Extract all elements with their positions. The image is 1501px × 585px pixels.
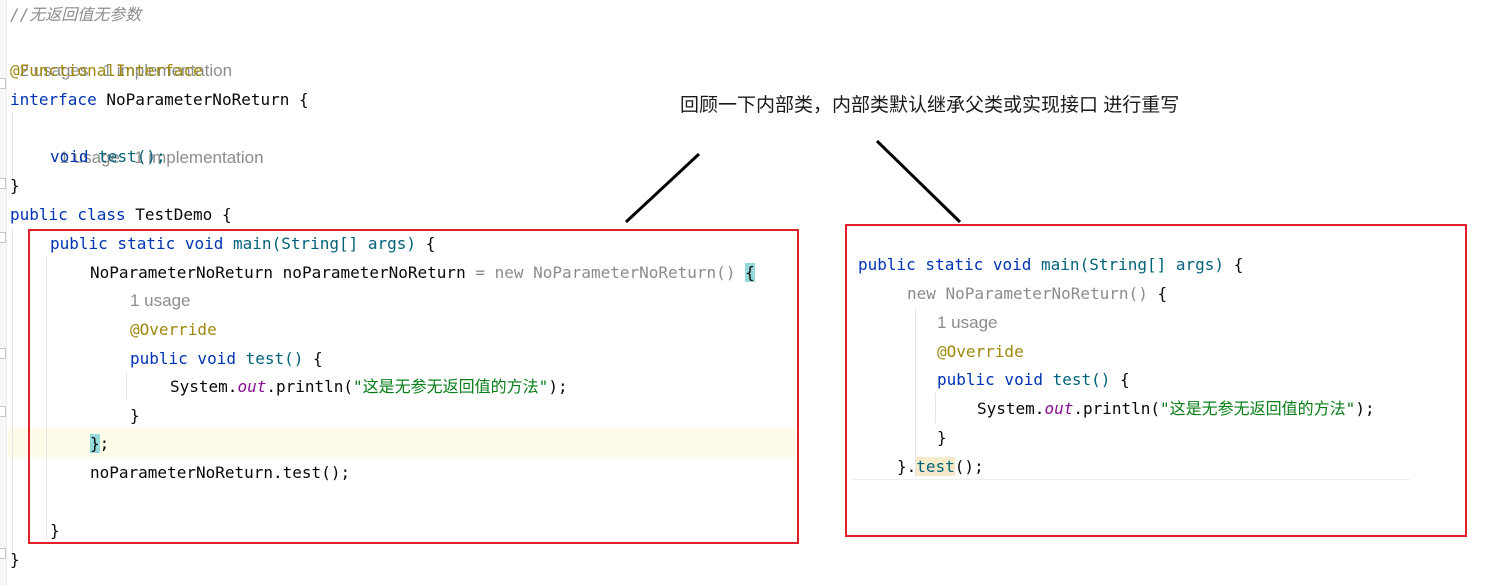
functional-interface-annotation: @FunctionalInterface — [10, 61, 203, 80]
println-statement: System.out.println("这是无参无返回值的方法"); — [977, 394, 1375, 423]
highlight-box-right — [845, 224, 1467, 537]
close-brace: } — [10, 176, 20, 195]
semicolon: ; — [99, 434, 110, 453]
open-brace: { — [1120, 370, 1130, 389]
implementation-hint[interactable]: 1 implementation — [134, 148, 264, 167]
system-class[interactable]: System. — [977, 399, 1045, 418]
open-brace: { — [313, 349, 323, 368]
out-field[interactable]: out — [237, 377, 267, 396]
usages-hint[interactable]: 1 usage — [59, 148, 120, 167]
keyword: public void — [130, 349, 236, 368]
close-brace: } — [50, 521, 60, 540]
main-method-declaration: public static void main(String[] args) { — [858, 250, 1243, 279]
keyword: public static void — [858, 255, 1032, 274]
test-method-declaration: public void test() { — [130, 344, 323, 373]
indent-guide — [915, 308, 916, 478]
close-brace: } — [937, 428, 947, 447]
method-call-statement: noParameterNoReturn.test(); — [90, 463, 351, 482]
usages-hint[interactable]: 1 usage — [937, 313, 998, 332]
main-signature[interactable]: main(String[] args) — [1041, 255, 1225, 274]
open-brace: { — [1233, 255, 1244, 274]
class-name[interactable]: TestDemo — [135, 205, 213, 224]
open-brace: { — [221, 205, 232, 224]
callout-arrow-left — [624, 152, 701, 224]
override-annotation: @Override — [130, 320, 217, 339]
main-method-declaration: public static void main(String[] args) { — [50, 229, 435, 258]
fold-marker[interactable] — [0, 232, 6, 243]
string-literal: "这是无参无返回值的方法" — [353, 377, 549, 396]
fold-marker[interactable] — [0, 406, 6, 417]
current-line-highlight — [8, 428, 796, 457]
keyword: public class — [10, 205, 126, 224]
open-brace: { — [425, 234, 436, 253]
indent-guide — [935, 393, 936, 423]
anonymous-class-call: }.test(); — [897, 452, 984, 481]
open-brace: { — [1157, 284, 1168, 303]
inlay-hint-line: 1 usage 1 implementation — [50, 114, 263, 167]
editor-gutter — [0, 0, 7, 585]
close-brace: } — [130, 406, 140, 425]
interface-name[interactable]: NoParameterNoReturn — [106, 90, 290, 109]
matched-brace: } — [90, 434, 100, 453]
implementation-hint[interactable]: 1 implementation — [102, 61, 233, 80]
fold-marker[interactable] — [0, 548, 6, 559]
indent-guide — [12, 228, 13, 558]
fold-marker[interactable] — [0, 178, 6, 189]
callout-arrow-right — [875, 139, 962, 224]
inlay-hint-line: 2 usages 1 implementation — [10, 27, 232, 80]
method-name[interactable]: test(); — [98, 147, 166, 166]
keyword: public void — [937, 370, 1043, 389]
indent-guide — [46, 257, 47, 539]
divider — [852, 479, 1410, 480]
system-class[interactable]: System. — [170, 377, 238, 396]
call-end: (); — [954, 457, 984, 476]
code-comment: //无返回值无参数 — [10, 5, 142, 24]
callout-text: 回顾一下内部类，内部类默认继承父类或实现接口 进行重写 — [680, 95, 1180, 116]
indent-guide — [12, 113, 13, 183]
class-declaration: public class TestDemo { — [10, 200, 232, 229]
variable-assignment: NoParameterNoReturn noParameterNoReturn … — [90, 258, 755, 287]
indent-guide — [126, 372, 127, 400]
println-statement: System.out.println("这是无参无返回值的方法"); — [170, 372, 568, 401]
println-call[interactable]: .println( — [1073, 399, 1161, 418]
brace-dot: }. — [897, 457, 917, 476]
out-field[interactable]: out — [1044, 399, 1074, 418]
test-method-declaration: public void test() { — [937, 365, 1130, 394]
usages-hint[interactable]: 1 usage — [130, 291, 191, 310]
override-annotation: @Override — [937, 342, 1024, 361]
keyword: void — [50, 147, 89, 166]
anonymous-class-close: }; — [90, 429, 109, 458]
assign-operator: = — [475, 263, 485, 282]
method-declaration: void test(); — [50, 142, 166, 171]
keyword: public static void — [50, 234, 224, 253]
test-signature[interactable]: test() — [245, 349, 304, 368]
test-call[interactable]: test — [916, 457, 955, 476]
open-brace: { — [299, 90, 309, 109]
close-brace: } — [10, 550, 20, 569]
main-signature[interactable]: main(String[] args) — [233, 234, 417, 253]
interface-declaration: interface NoParameterNoReturn { — [10, 85, 309, 114]
variable-type[interactable]: NoParameterNoReturn — [90, 263, 274, 282]
fold-marker[interactable] — [0, 78, 6, 89]
highlight-box-left — [28, 229, 799, 544]
new-expression[interactable]: new NoParameterNoReturn() — [907, 284, 1148, 303]
string-literal: "这是无参无返回值的方法" — [1160, 399, 1356, 418]
matched-brace: { — [745, 263, 755, 282]
println-call[interactable]: .println( — [266, 377, 354, 396]
statement-end: ); — [548, 377, 568, 396]
new-expression-line: new NoParameterNoReturn() { — [907, 279, 1167, 308]
new-expression[interactable]: new NoParameterNoReturn() — [494, 263, 736, 282]
variable-name[interactable]: noParameterNoReturn — [282, 263, 466, 282]
test-signature[interactable]: test() — [1052, 370, 1111, 389]
statement-end: ); — [1355, 399, 1375, 418]
usages-hint[interactable]: 2 usages — [19, 61, 89, 80]
keyword: interface — [10, 90, 97, 109]
fold-marker[interactable] — [0, 348, 6, 359]
